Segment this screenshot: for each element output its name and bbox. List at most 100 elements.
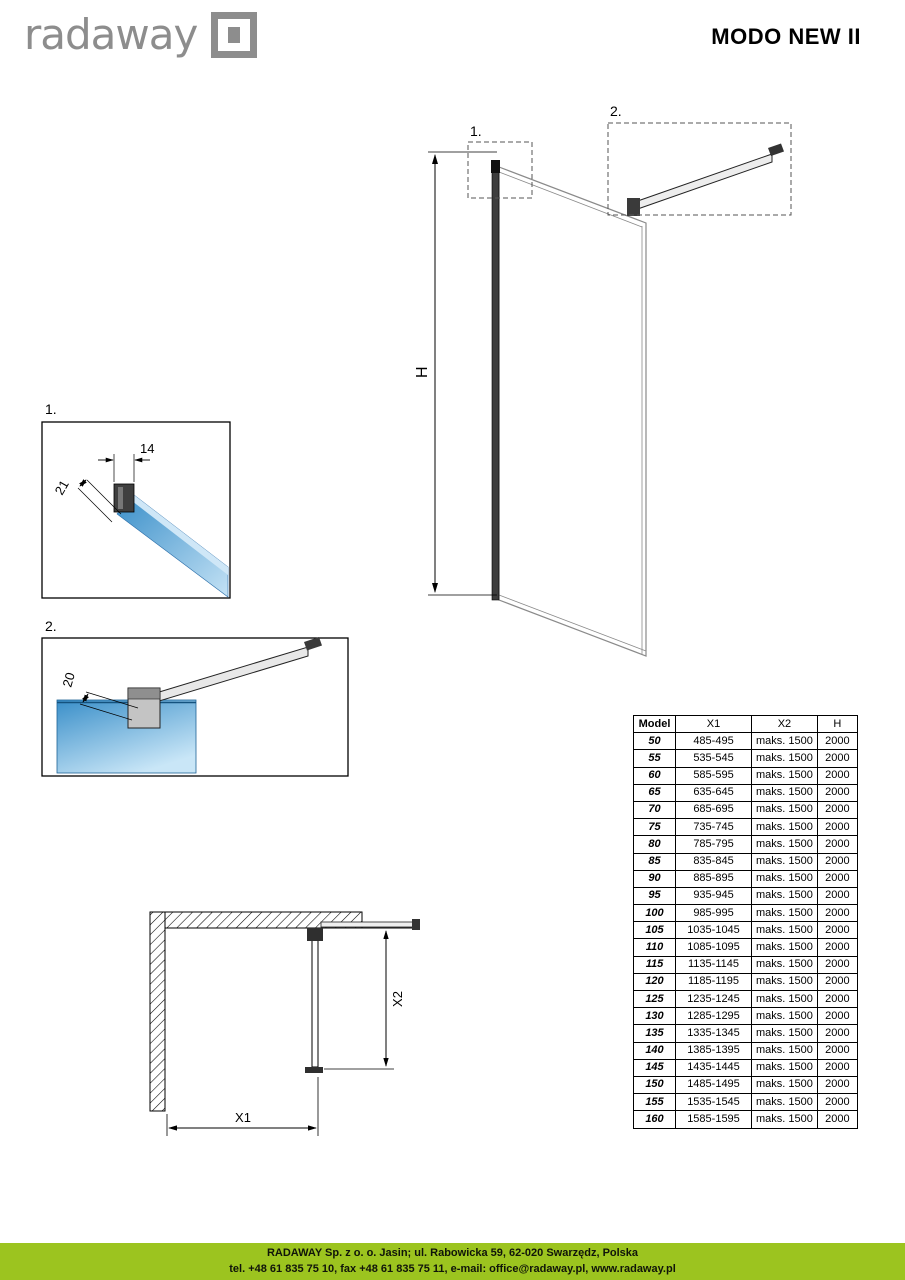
model-cell: 155 [633,1093,676,1112]
model-cell: 140 [633,1041,676,1060]
plan-view-drawing: X2 X1 [149,911,420,1136]
value-cell: 1185-1195 [675,972,752,992]
detail-2-drawing: 2. 20 [41,618,349,777]
glass-panel [498,166,647,657]
detail-1-callout-box [467,141,533,199]
footer-contact: tel. +48 61 835 75 10, fax +48 61 835 75… [229,1262,676,1275]
value-cell: maks. 1500 [751,1075,818,1095]
dim-x1-label: X1 [235,1110,251,1125]
value-cell: 1435-1445 [675,1058,752,1077]
detail-2-clamp [127,687,161,729]
value-cell: 1485-1495 [675,1075,752,1095]
value-cell: maks. 1500 [751,1110,818,1129]
value-cell: 2000 [816,732,858,751]
detail-1-dim-depth [77,479,122,523]
radaway-logo-icon-inner [228,27,241,43]
value-cell: maks. 1500 [751,904,818,923]
header-x2: X2 [751,714,818,734]
detail-1-callout-label: 1. [470,123,482,139]
model-cell: 85 [633,852,676,871]
dim-21-label: 21 [52,477,72,497]
model-cell: 100 [633,904,676,923]
value-cell: 2000 [816,1041,858,1060]
detail-2-label: 2. [45,618,57,634]
model-cell: 75 [633,818,676,837]
model-cell: 135 [633,1024,676,1043]
dim-x2-label: X2 [390,991,405,1007]
value-cell: maks. 1500 [751,972,818,992]
value-cell: maks. 1500 [751,1058,818,1077]
value-cell: 685-695 [675,800,752,820]
value-cell: 1085-1095 [675,938,752,957]
plan-glass-panel [305,927,323,1073]
value-cell: 2000 [816,1075,858,1095]
value-cell: maks. 1500 [751,989,818,1009]
dimension-h [428,151,497,596]
value-cell: maks. 1500 [751,886,818,906]
model-cell: 125 [633,989,676,1009]
header-x1: X1 [675,714,752,734]
value-cell: 935-945 [675,886,752,906]
detail-2-dim-offset [79,691,139,721]
model-cell: 160 [633,1110,676,1129]
wall-profile [491,160,500,601]
model-cell: 145 [633,1058,676,1077]
footer-bar: RADAWAY Sp. z o. o. Jasin; ul. Rabowicka… [0,1243,905,1280]
table-header-row: Model X1 X2 H [633,714,858,734]
value-cell: 2000 [816,852,858,871]
model-cell: 105 [633,921,676,940]
value-cell: 2000 [816,989,858,1009]
value-cell: maks. 1500 [751,800,818,820]
value-cell: maks. 1500 [751,921,818,940]
value-cell: 2000 [816,818,858,837]
model-cell: 80 [633,835,676,854]
dim-14-label: 14 [140,441,154,456]
value-cell: maks. 1500 [751,1041,818,1060]
value-cell: 785-795 [675,835,752,854]
stabilizer-bar [627,143,784,216]
header-h: H [816,714,858,734]
model-cell: 115 [633,955,676,974]
radaway-logo-text: radaway [24,10,198,59]
value-cell: 835-845 [675,852,752,871]
model-cell: 65 [633,783,676,802]
value-cell: maks. 1500 [751,1007,818,1026]
model-cell: 70 [633,800,676,820]
value-cell: 2000 [816,1058,858,1077]
dimension-x2 [324,930,394,1070]
value-cell: 885-895 [675,869,752,888]
footer-address: RADAWAY Sp. z o. o. Jasin; ul. Rabowicka… [266,1246,639,1259]
value-cell: maks. 1500 [751,783,818,802]
walls [149,911,420,1112]
value-cell: 1335-1345 [675,1024,752,1043]
value-cell: maks. 1500 [751,818,818,837]
value-cell: 2000 [816,904,858,923]
value-cell: maks. 1500 [751,1093,818,1112]
value-cell: 1535-1545 [675,1093,752,1112]
dimension-x1 [166,1077,319,1136]
model-cell: 120 [633,972,676,992]
value-cell: 2000 [816,1110,858,1129]
elevation-drawing: H 1. 2. [414,103,792,657]
model-cell: 60 [633,766,676,785]
value-cell: 2000 [816,783,858,802]
value-cell: 485-495 [675,732,752,751]
value-cell: 1035-1045 [675,921,752,940]
value-cell: maks. 1500 [751,766,818,785]
value-cell: maks. 1500 [751,1024,818,1043]
model-cell: 110 [633,938,676,957]
